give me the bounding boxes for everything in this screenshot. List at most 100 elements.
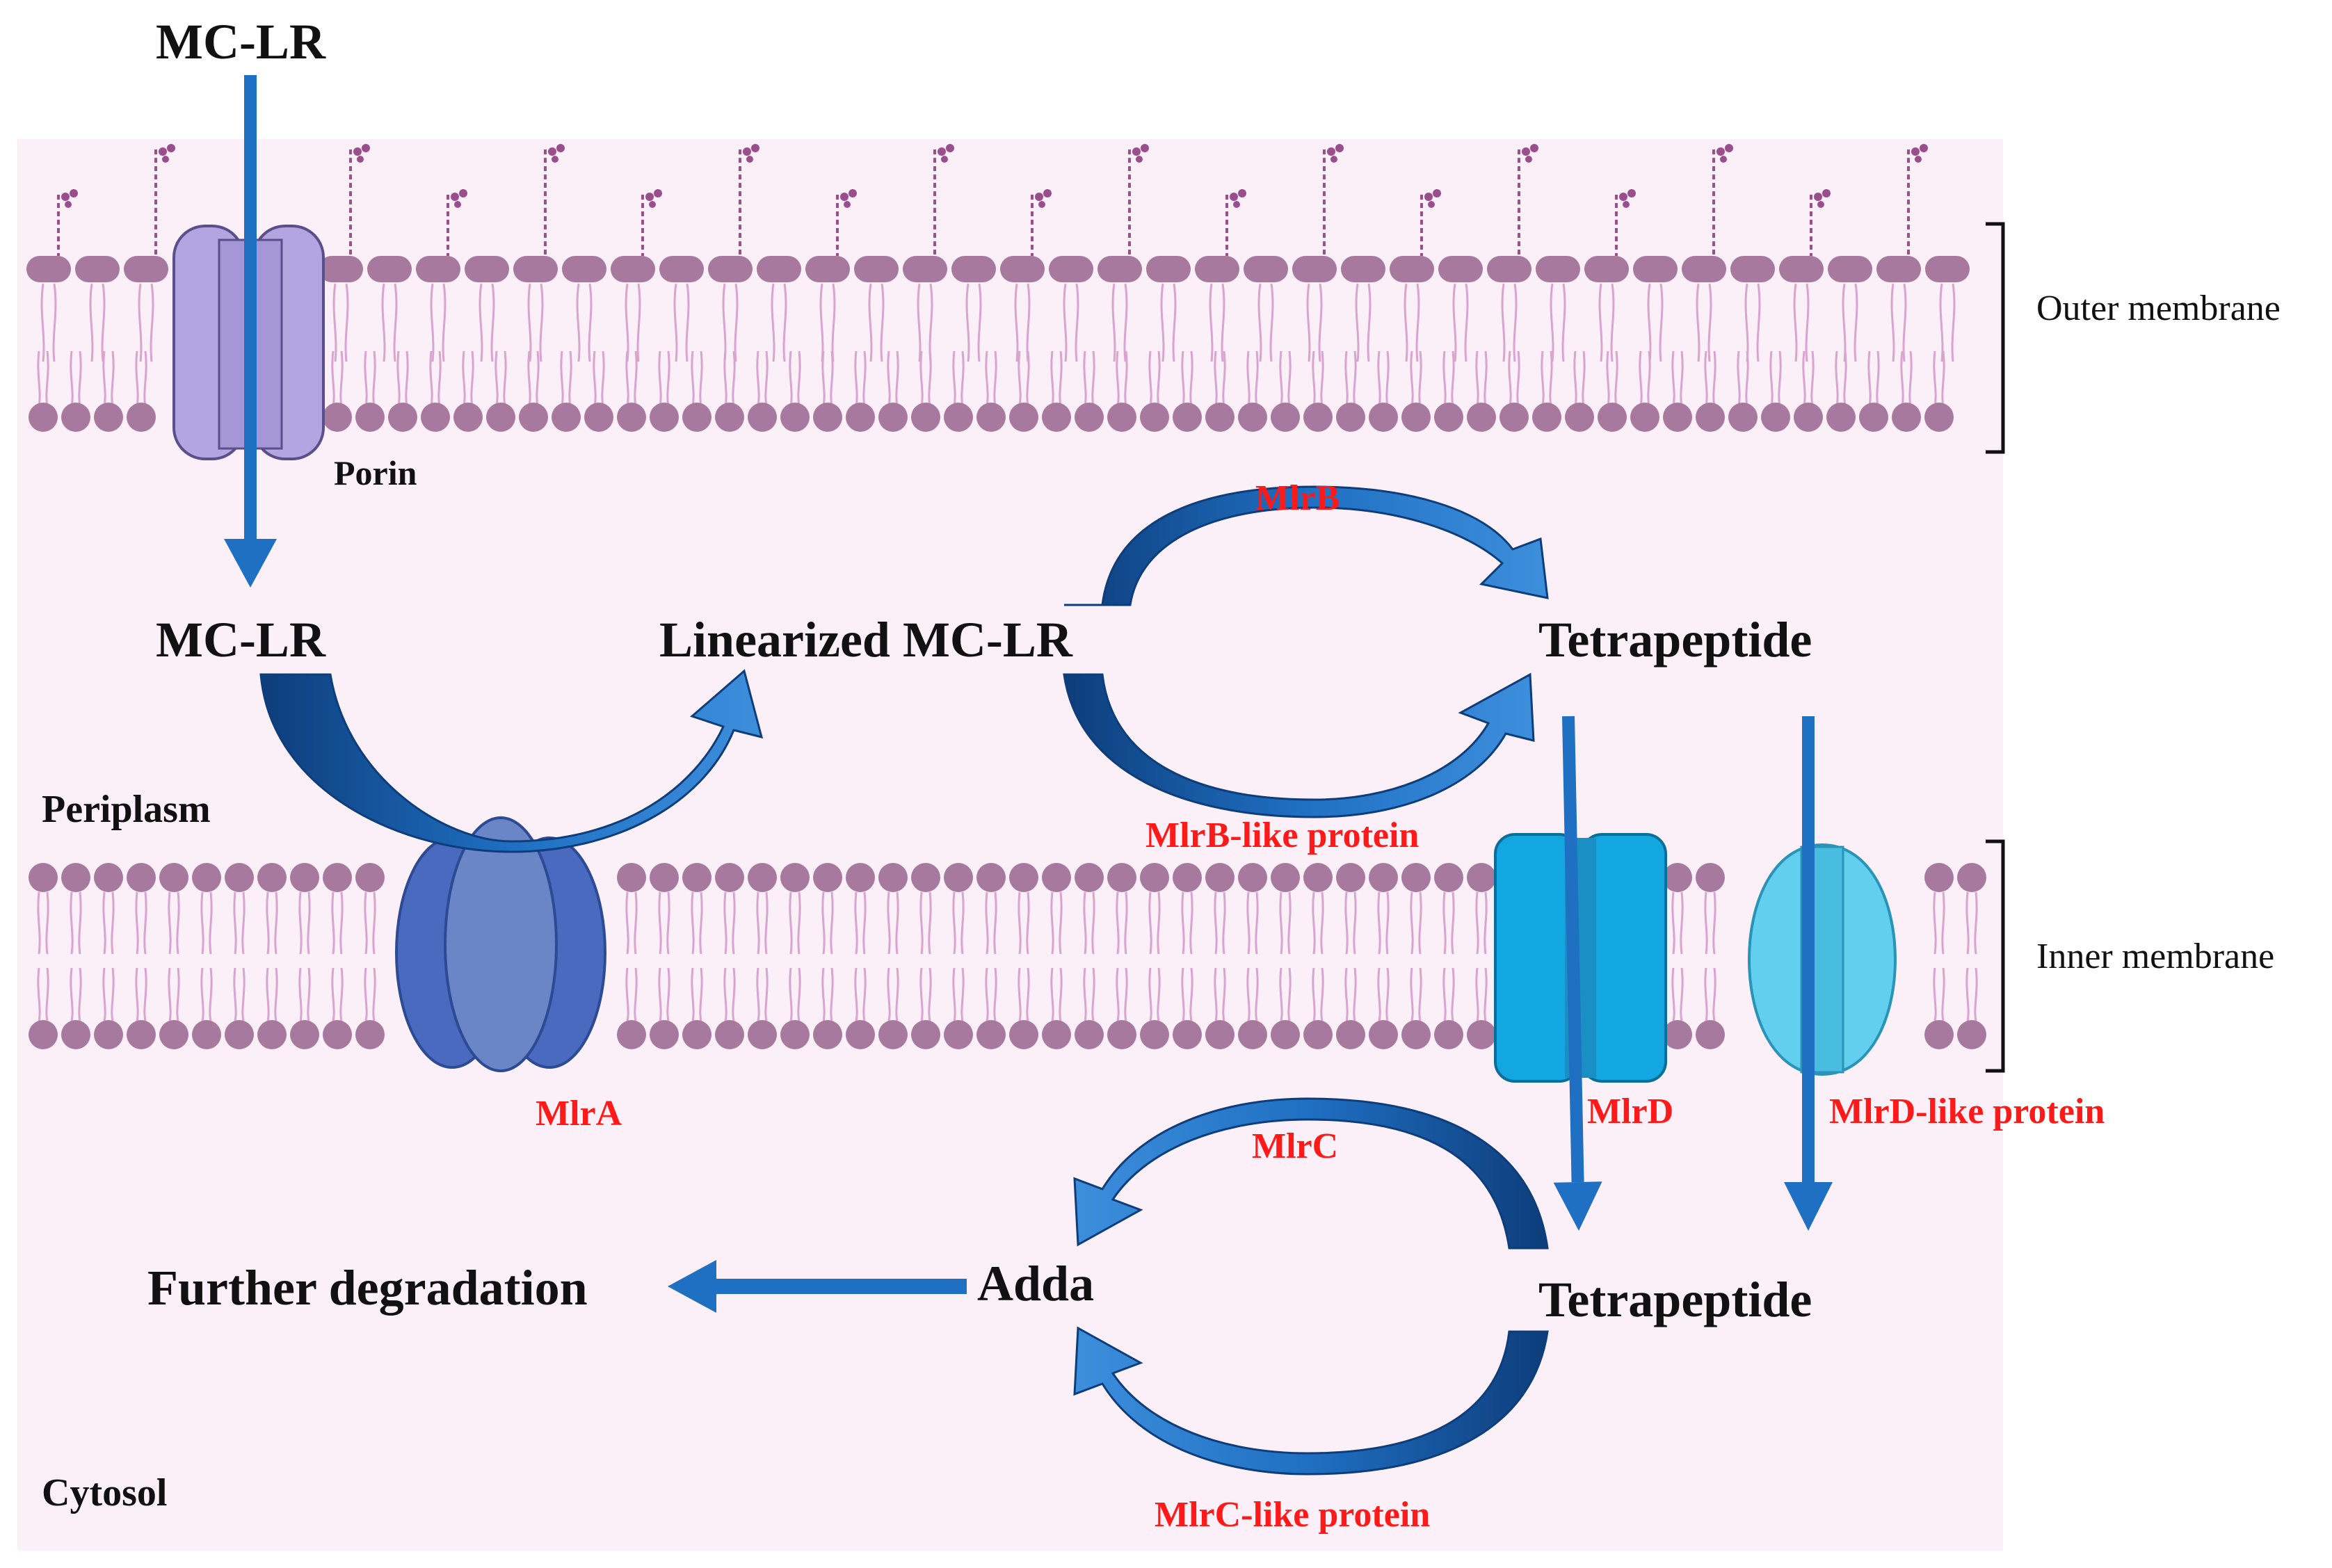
lipid-head-outer-inner — [1238, 403, 1267, 432]
lipid-head-outer-inner — [1761, 403, 1790, 432]
mlrD-like-protein — [1748, 843, 1897, 1076]
lipid-head-inner-bottom — [682, 1020, 711, 1049]
lipid-head-outer-inner — [1499, 403, 1529, 432]
lipid-head-inner-top — [1107, 863, 1136, 892]
lipid-head-outer — [1438, 256, 1483, 282]
lipid-head-inner-top — [1696, 863, 1725, 892]
lipid-head-outer-inner — [1042, 403, 1071, 432]
lipid-head-outer — [1049, 256, 1093, 282]
lipid-head-inner-bottom — [225, 1020, 254, 1049]
lipid-head-outer-inner — [813, 403, 842, 432]
lipid-head-inner-bottom — [1369, 1020, 1398, 1049]
lipid-head-inner-top — [225, 863, 254, 892]
lipid-head-inner-top — [1434, 863, 1463, 892]
lipid-head-outer-inner — [617, 403, 646, 432]
lipid-head-inner-bottom — [1075, 1020, 1104, 1049]
lipid-head-inner-bottom — [257, 1020, 287, 1049]
lipid-head-outer-inner — [1401, 403, 1431, 432]
lipid-head-outer-inner — [846, 403, 875, 432]
mlrC-like-curved-arrow — [1073, 1326, 1549, 1476]
lipid-head-inner-bottom — [1238, 1020, 1267, 1049]
lipid-head-inner-top — [192, 863, 221, 892]
lipid-head-inner-top — [682, 863, 711, 892]
lipid-head-outer-inner — [29, 403, 58, 432]
lipid-head-inner-top — [1467, 863, 1496, 892]
lipid-head-outer-inner — [1598, 403, 1627, 432]
lipid-head-outer — [903, 256, 947, 282]
porin-entry-arrow — [224, 75, 277, 588]
lipid-head-inner-top — [1401, 863, 1431, 892]
lipid-head-outer-inner — [1532, 403, 1561, 432]
lipid-head-inner-bottom — [1140, 1020, 1169, 1049]
lipid-head-inner-bottom — [1336, 1020, 1365, 1049]
lipid-head-outer-inner — [650, 403, 679, 432]
mlrB-label: MlrB — [1255, 478, 1340, 518]
lipid-head-outer — [1487, 256, 1531, 282]
lipid-head-outer-inner — [1336, 403, 1365, 432]
lipid-head-outer — [562, 256, 606, 282]
lipid-head-inner-bottom — [355, 1020, 385, 1049]
lipid-head-inner-bottom — [1663, 1020, 1692, 1049]
lipid-head-inner-bottom — [944, 1020, 973, 1049]
lipid-head-inner-bottom — [617, 1020, 646, 1049]
lipid-head-outer-inner — [1467, 403, 1496, 432]
lipid-head-outer-inner — [584, 403, 613, 432]
lipid-head-outer-inner — [486, 403, 515, 432]
lipid-head-outer-inner — [355, 403, 385, 432]
lipid-head-inner-bottom — [878, 1020, 908, 1049]
lipid-head-inner-top — [1140, 863, 1169, 892]
lipid-head-outer — [416, 256, 460, 282]
lipid-head-inner-top — [1042, 863, 1071, 892]
lipid-head-outer — [367, 256, 412, 282]
lipid-head-outer-inner — [1009, 403, 1038, 432]
mlrD-transport-arrow — [1553, 716, 1602, 1231]
lipid-head-inner-bottom — [813, 1020, 842, 1049]
lipid-head-outer — [319, 256, 363, 282]
lipid-head-inner-bottom — [192, 1020, 221, 1049]
lipid-head-inner-bottom — [1696, 1020, 1725, 1049]
further-degradation-label: Further degradation — [147, 1260, 588, 1316]
lipid-head-outer-inner — [1075, 403, 1104, 432]
lipid-head-outer — [1146, 256, 1191, 282]
lipid-head-inner-top — [94, 863, 123, 892]
lipid-head-inner-top — [617, 863, 646, 892]
lipid-head-outer-inner — [519, 403, 548, 432]
lipid-head-outer-inner — [1173, 403, 1202, 432]
lipid-head-inner-top — [813, 863, 842, 892]
lipid-head-outer — [1779, 256, 1824, 282]
lipid-head-inner-top — [780, 863, 810, 892]
mlrA-protein — [395, 816, 606, 1072]
inner-membrane-bracket — [1986, 839, 2005, 1073]
lipid-head-outer-inner — [421, 403, 450, 432]
lipid-head-inner-top — [290, 863, 319, 892]
periplasm-label: Periplasm — [42, 788, 211, 831]
lipid-head-outer — [805, 256, 850, 282]
lipid-head-outer-inner — [780, 403, 810, 432]
lipid-head-outer-inner — [94, 403, 123, 432]
lipid-head-inner-bottom — [911, 1020, 940, 1049]
lipid-head-outer — [1390, 256, 1434, 282]
lipid-head-outer-inner — [323, 403, 352, 432]
lipid-head-outer — [611, 256, 655, 282]
lipid-head-outer-inner — [976, 403, 1006, 432]
lipid-head-outer-inner — [1924, 403, 1954, 432]
lipid-head-inner-top — [650, 863, 679, 892]
lipid-head-inner-bottom — [715, 1020, 744, 1049]
mclr-top-label: MC-LR — [156, 14, 326, 70]
lipid-head-inner-top — [159, 863, 188, 892]
lipid-head-inner-top — [1009, 863, 1038, 892]
lipid-head-inner-bottom — [61, 1020, 90, 1049]
lipid-head-outer-inner — [1859, 403, 1888, 432]
lipid-head-inner-bottom — [748, 1020, 777, 1049]
lipid-head-inner-top — [1924, 863, 1954, 892]
mlrC-label: MlrC — [1252, 1126, 1338, 1166]
lipid-head-outer — [1682, 256, 1726, 282]
lipid-head-outer — [1876, 256, 1921, 282]
lipid-head-outer-inner — [1892, 403, 1921, 432]
lipid-head-outer-inner — [552, 403, 581, 432]
lipid-head-outer — [1195, 256, 1239, 282]
lipid-head-inner-top — [748, 863, 777, 892]
lipid-head-outer-inner — [1205, 403, 1235, 432]
lipid-head-inner-top — [944, 863, 973, 892]
